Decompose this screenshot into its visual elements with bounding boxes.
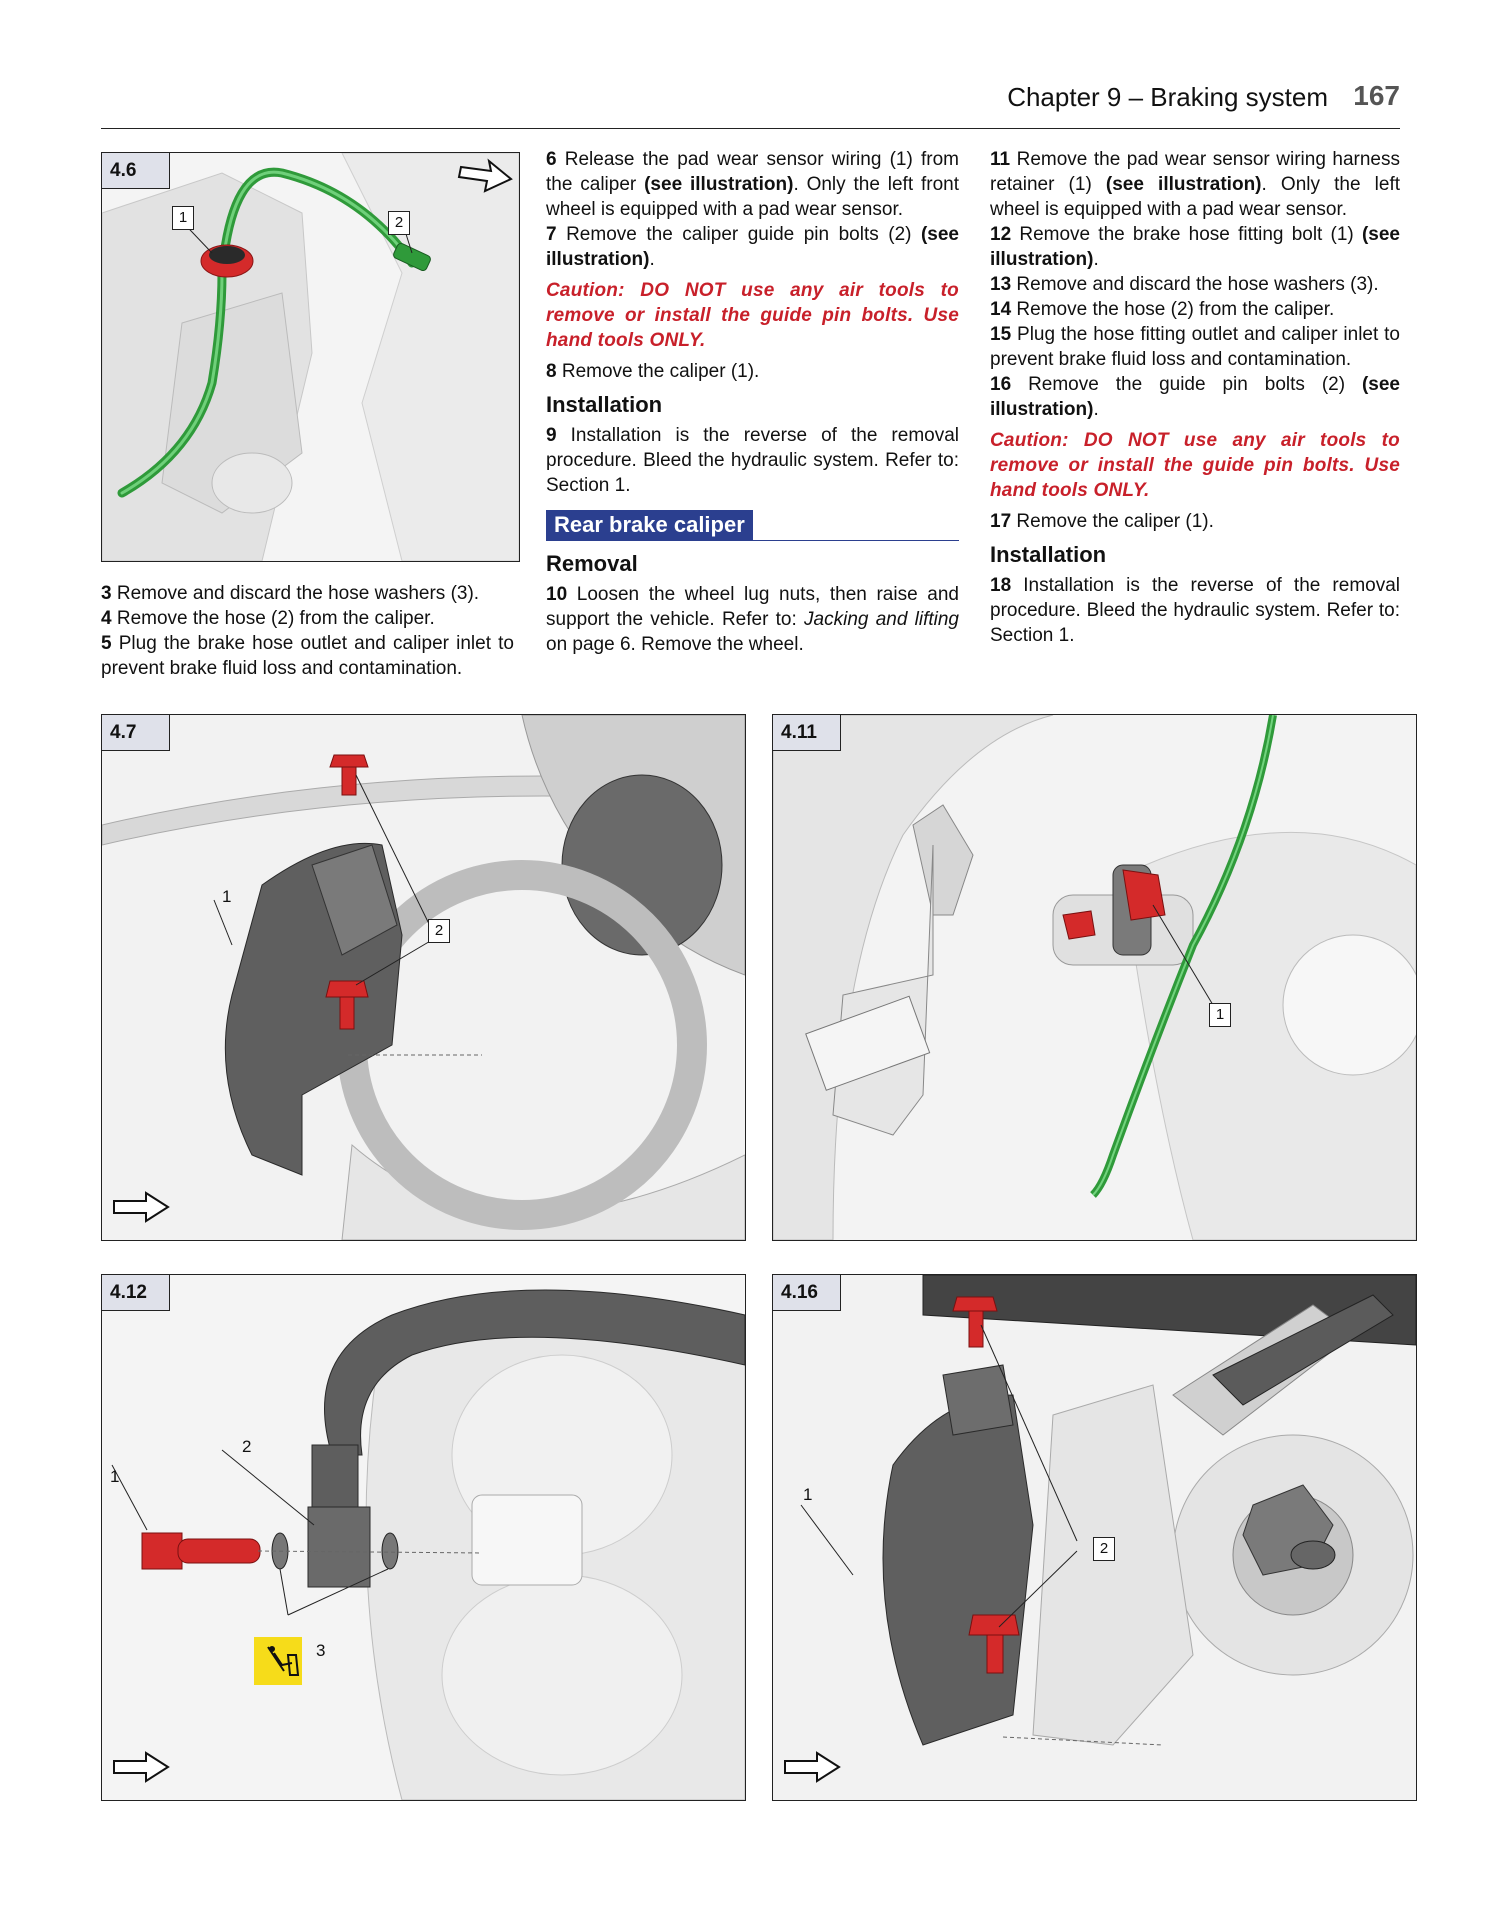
installation-heading: Installation — [546, 392, 663, 417]
pad-wear-sensor-illustration — [102, 153, 519, 561]
step-17: 17 Remove the caliper (1). — [990, 511, 1214, 532]
figure-label: 4.12 — [102, 1275, 170, 1311]
step-3: 3 Remove and discard the hose washers (3… — [101, 583, 480, 604]
callout-1: 1 — [1209, 1003, 1231, 1027]
brake-hose-fitting-illustration — [102, 1275, 745, 1800]
step-13: 13 Remove and discard the hose washers (… — [990, 274, 1379, 295]
figure-4-6: 4.6 1 2 — [101, 152, 520, 562]
text-column-middle: 6 Release the pad wear sensor wiring (1)… — [546, 147, 959, 657]
callout-1: 1 — [172, 206, 194, 230]
page-header: Chapter 9 – Braking system 167 — [101, 78, 1400, 129]
figure-label: 4.11 — [773, 715, 841, 751]
figure-4-11: 4.11 1 — [772, 714, 1417, 1241]
caution-note: Caution: DO NOT use any air tools to rem… — [990, 430, 1400, 501]
step-14: 14 Remove the hose (2) from the caliper. — [990, 299, 1335, 320]
step-16: 16 Remove the guide pin bolts (2) (see i… — [990, 374, 1400, 420]
caution-note: Caution: DO NOT use any air tools to rem… — [546, 280, 959, 351]
step-11: 11 Remove the pad wear sensor wiring har… — [990, 149, 1401, 220]
callout-3: 3 — [316, 1641, 326, 1660]
text-column-left: 3 Remove and discard the hose washers (3… — [101, 581, 514, 681]
callout-2: 2 — [1093, 1537, 1115, 1561]
callout-1: 1 — [110, 1467, 120, 1486]
figure-label: 4.6 — [102, 153, 170, 189]
installation-heading: Installation — [990, 542, 1107, 567]
step-7: 7 Remove the caliper guide pin bolts (2)… — [546, 224, 959, 270]
sensor-harness-retainer-illustration — [773, 715, 1416, 1240]
section-heading: Rear brake caliper — [546, 510, 753, 540]
callout-1: 1 — [222, 887, 232, 906]
chapter-title: Chapter 9 – Braking system — [1007, 82, 1328, 112]
callout-2: 2 — [388, 211, 410, 235]
step-15: 15 Plug the hose fitting outlet and cali… — [990, 324, 1400, 370]
step-8: 8 Remove the caliper (1). — [546, 361, 760, 382]
front-caliper-illustration — [102, 715, 745, 1240]
figure-label: 4.16 — [773, 1275, 841, 1311]
step-9: 9 Installation is the reverse of the rem… — [546, 425, 959, 496]
callout-1: 1 — [803, 1485, 813, 1504]
step-10: 10 Loosen the wheel lug nuts, then raise… — [546, 584, 959, 655]
callout-2: 2 — [242, 1437, 252, 1456]
step-4: 4 Remove the hose (2) from the caliper. — [101, 608, 435, 629]
step-12: 12 Remove the brake hose fitting bolt (1… — [990, 224, 1400, 270]
callout-2: 2 — [428, 919, 450, 943]
removal-heading: Removal — [546, 551, 638, 576]
figure-4-16: 4.16 1 2 — [772, 1274, 1417, 1801]
figure-4-12: 4.12 1 2 3 — [101, 1274, 746, 1801]
page-number: 167 — [1353, 80, 1400, 111]
step-6: 6 Release the pad wear sensor wiring (1)… — [546, 149, 959, 220]
step-18: 18 Installation is the reverse of the re… — [990, 575, 1400, 646]
text-column-right: 11 Remove the pad wear sensor wiring har… — [990, 147, 1400, 648]
figure-label: 4.7 — [102, 715, 170, 751]
figure-4-7: 4.7 1 2 — [101, 714, 746, 1241]
section-heading-bar: Rear brake caliper — [546, 510, 959, 541]
step-5: 5 Plug the brake hose outlet and caliper… — [101, 633, 514, 679]
